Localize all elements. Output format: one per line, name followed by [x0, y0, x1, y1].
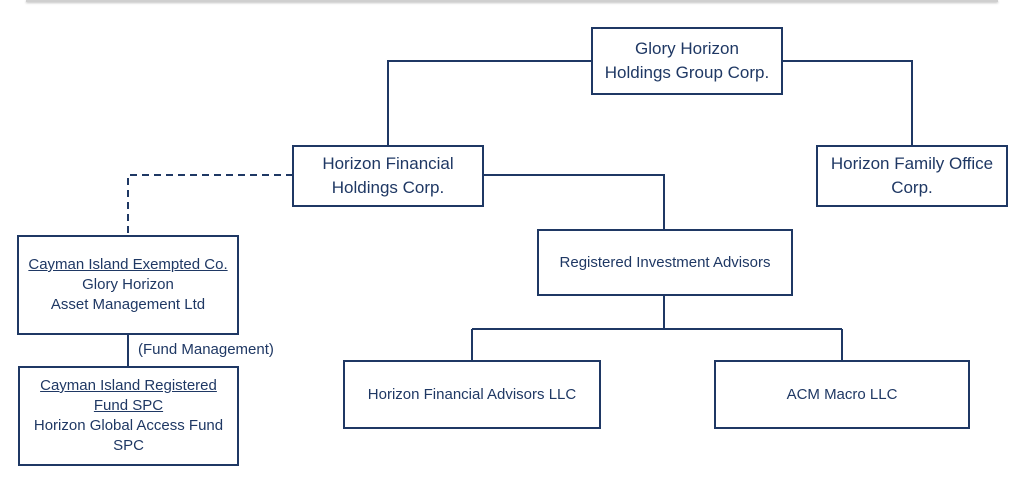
- node-label: Horizon Financial Advisors LLC: [367, 385, 577, 403]
- fund-management-label: (Fund Management): [138, 341, 274, 358]
- node-label-line: Horizon Global Access Fund: [33, 417, 224, 434]
- node-heading: Cayman Island Exempted Co.: [28, 256, 228, 273]
- node-label-line: Corp.: [891, 178, 933, 197]
- node-registered-investment-advisors: Registered Investment Advisors: [537, 229, 793, 296]
- top-divider: [26, 0, 998, 2]
- node-label: Registered Investment Advisors: [559, 253, 771, 271]
- node-label-line: Glory Horizon: [82, 276, 174, 293]
- connector-financial-to-ria: [483, 174, 665, 230]
- node-label-line: Holdings Corp.: [331, 178, 445, 197]
- node-horizon-financial-holdings: Horizon Financial Holdings Corp.: [292, 145, 484, 207]
- node-label: ACM Macro LLC: [786, 385, 898, 403]
- node-acm-macro: ACM Macro LLC: [714, 360, 970, 429]
- connector-group-to-family: [782, 60, 913, 146]
- node-label-line: Asset Management Ltd: [50, 296, 206, 313]
- node-label-line: Horizon Financial: [322, 154, 454, 173]
- node-label-line: Horizon Family Office: [830, 154, 994, 173]
- node-glory-horizon-holdings-group: Glory Horizon Holdings Group Corp.: [591, 27, 783, 95]
- node-horizon-family-office: Horizon Family Office Corp.: [816, 145, 1008, 207]
- connector-financial-to-exempted-dashed: [127, 174, 293, 236]
- node-cayman-exempted-co: Cayman Island Exempted Co. Glory Horizon…: [17, 235, 239, 335]
- node-cayman-registered-fund-spc: Cayman Island Registered Fund SPC Horizo…: [18, 366, 239, 466]
- node-label-line: Glory Horizon: [635, 39, 739, 58]
- node-horizon-financial-advisors: Horizon Financial Advisors LLC: [343, 360, 601, 429]
- node-label-line: SPC: [113, 437, 144, 454]
- node-heading: Fund SPC: [93, 397, 164, 414]
- connector-group-to-financial: [387, 60, 592, 146]
- node-heading: Cayman Island Registered: [40, 377, 217, 394]
- node-label-line: Holdings Group Corp.: [604, 63, 770, 82]
